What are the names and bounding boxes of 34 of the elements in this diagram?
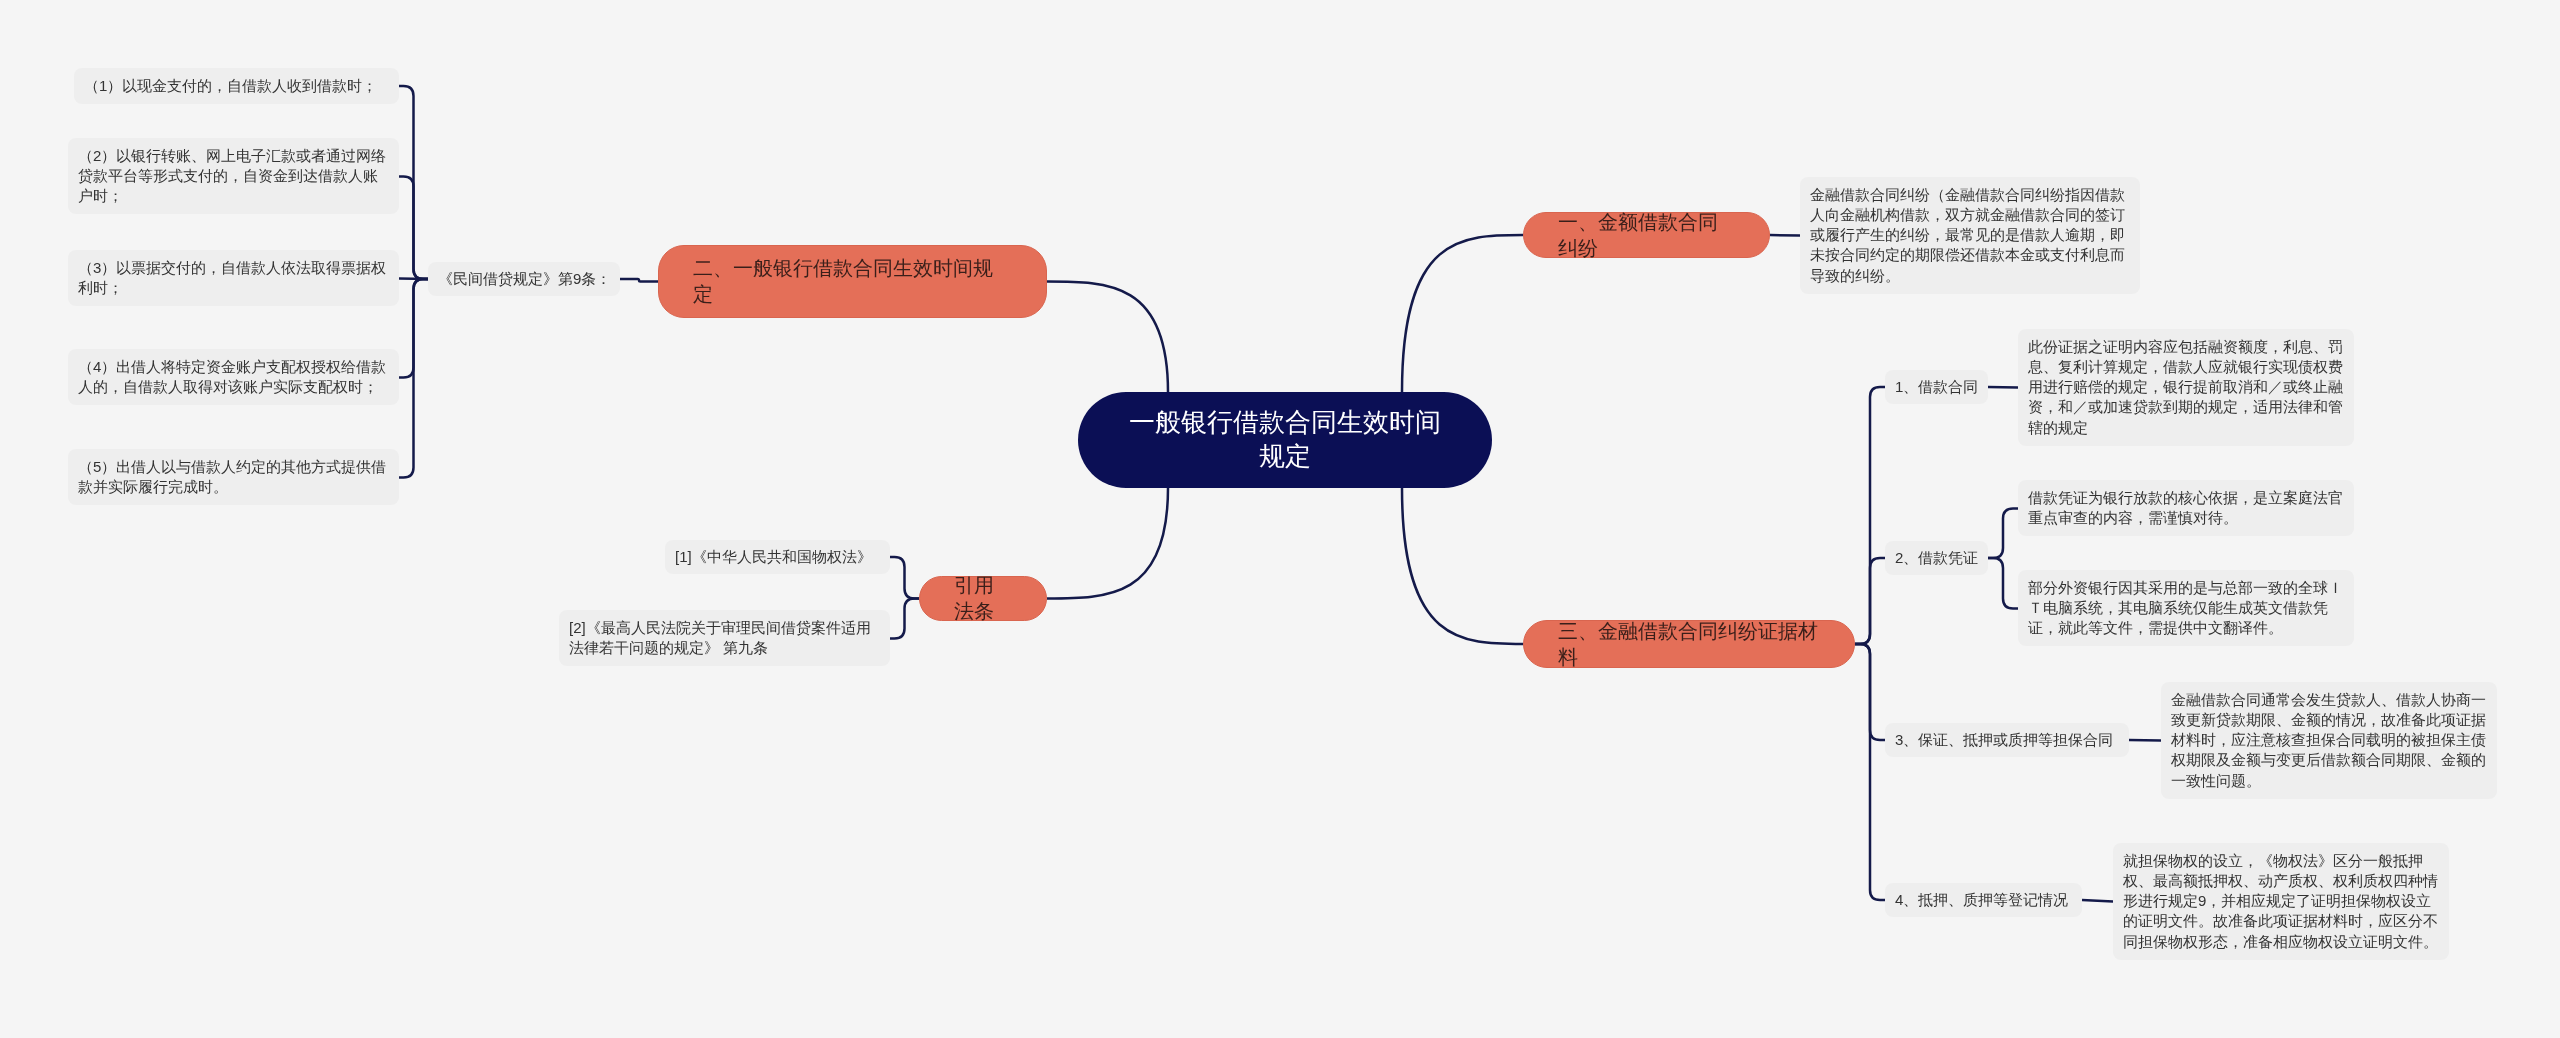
note-box: [2]《最高人民法院关于审理民间借贷案件适用法律若干问题的规定》 第九条 xyxy=(559,609,890,666)
topic-box: 引用法条 xyxy=(919,575,1047,621)
note-box: 部分外资银行因其采用的是与总部一致的全球ＩＴ电脑系统，其电脑系统仅能生成英文借款凭证，就此等文件，需提供中文翻译件。 xyxy=(2018,569,2354,647)
connector-line xyxy=(2081,898,2114,903)
connector-line xyxy=(1047,280,1170,393)
note-box: 金融借款合同通常会发生贷款人、借款人协商一致更新贷款期限、金额的情况，故准备此项证据材料时，应注意核查担保合同载明的被担保主债权期限及金额与变更后借款额合同期限、金额的一致性问题。 xyxy=(2161,681,2497,799)
note-box: 此份证据之证明内容应包括融资额度，利息、罚息、复利计算规定，借款人应就银行实现债权费用进行赔偿的规定，银行提前取消和／或终止融资，和／或加速贷款到期的规定，适用法律和管辖的规定 xyxy=(2018,328,2354,446)
connector-line xyxy=(1769,233,1801,237)
note-box: （5）出借人以与借款人约定的其他方式提供借款并实际履行完成时。 xyxy=(68,448,399,505)
note-box: （4）出借人将特定资金账户支配权授权给借款人的，自借款人取得对该账户实际支配权时； xyxy=(68,348,399,405)
subtopic-box: 4、抵押、质押等登记情况 xyxy=(1885,883,2082,917)
connector-line xyxy=(2128,738,2162,742)
topic-box: 三、金融借款合同纠纷证据材料 xyxy=(1523,620,1855,668)
note-box: 就担保物权的设立，《物权法》区分一般抵押权、最高额抵押权、动产质权、权利质权四种情形进行规定9，并相应规定了证明担保物权设立的证明文件。故准备此项证据材料时，应区分不同担保物权形态，准备相应物权设立证明文件。 xyxy=(2113,842,2449,960)
connector-line xyxy=(1400,233,1523,393)
connector-line xyxy=(1400,487,1523,646)
note-box: 借款凭证为银行放款的核心依据，是立案庭法官重点审查的内容，需谨慎对待。 xyxy=(2018,479,2354,536)
subtopic-box: [1]《中华人民共和国物权法》 xyxy=(665,540,890,574)
note-box: （2）以银行转账、网上电子汇款或者通过网络贷款平台等形式支付的，自资金到达借款人账户时； xyxy=(68,137,399,215)
topic-box: 二、一般银行借款合同生效时间规定 xyxy=(658,244,1047,318)
subtopic-box: 3、保证、抵押或质押等担保合同 xyxy=(1885,723,2129,757)
topic-box: 一、金额借款合同纠纷 xyxy=(1523,212,1770,258)
subtopic-box: 2、借款凭证 xyxy=(1885,541,1988,575)
note-box: 金融借款合同纠纷（金融借款合同纠纷指因借款人向金融机构借款，双方就金融借款合同的签订或履行产生的纠纷，最常见的是借款人逾期，即未按合同约定的期限偿还借款本金或支付利息而导致的纠纷。 xyxy=(1800,176,2140,294)
connector-line xyxy=(1047,487,1170,600)
connector-line xyxy=(620,277,658,283)
subtopic-box: 1、借款合同 xyxy=(1885,370,1988,404)
note-box: （3）以票据交付的，自借款人依法取得票据权利时； xyxy=(68,249,399,306)
central-topic: 一般银行借款合同生效时间规定 xyxy=(1078,392,1492,488)
connector-line xyxy=(1987,385,2019,389)
note-box: （1）以现金支付的，自借款人收到借款时； xyxy=(74,68,399,105)
connector-line xyxy=(1988,556,2018,610)
subtopic-box: 《民间借贷规定》第9条： xyxy=(428,262,620,296)
connector-line xyxy=(890,597,919,640)
